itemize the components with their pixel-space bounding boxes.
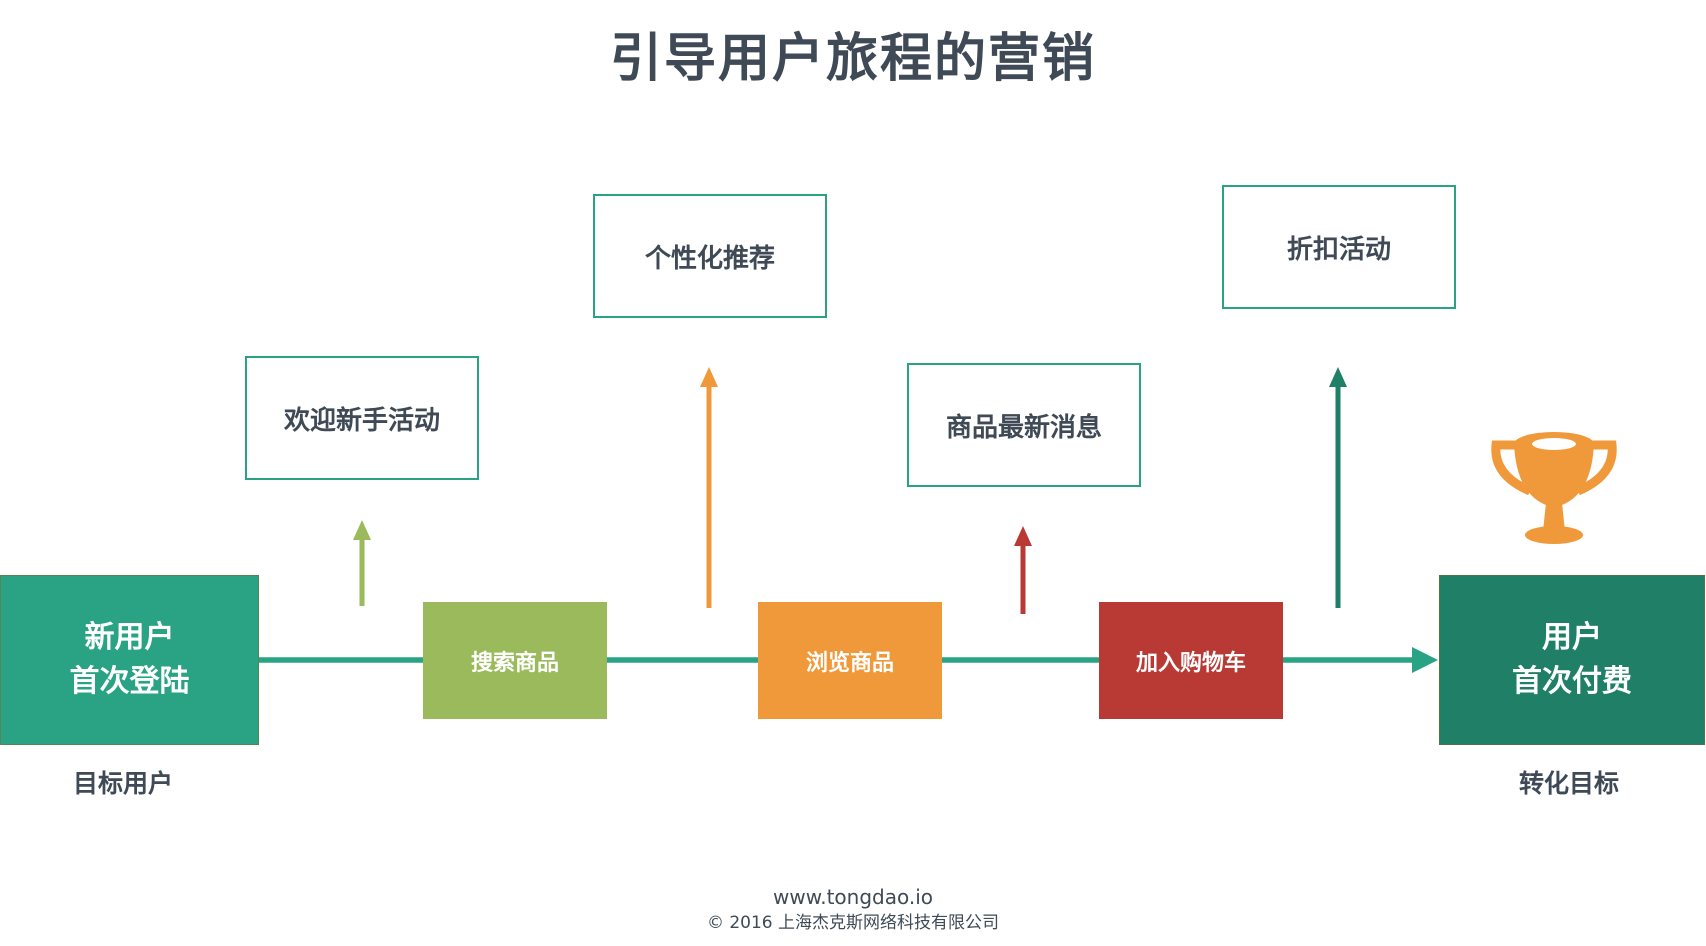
page-title: 引导用户旅程的营销	[609, 29, 1096, 89]
touchpoint-welcome-label: 欢迎新手活动	[283, 405, 440, 436]
step-search: 搜索商品	[423, 602, 607, 719]
arrow-to-discount-head	[1329, 367, 1347, 387]
trophy-base	[1525, 526, 1583, 544]
step-browse-label: 浏览商品	[805, 650, 894, 676]
goal-caption: 转化目标	[1518, 769, 1619, 798]
trophy-stem	[1543, 503, 1565, 531]
arrow-to-recommend-head	[700, 367, 718, 387]
start-node: 新用户 首次登陆	[0, 575, 259, 745]
trophy-handle-right	[1576, 440, 1617, 496]
touchpoint-welcome: 欢迎新手活动	[245, 356, 479, 480]
trophy-icon	[1491, 432, 1617, 544]
touchpoint-recommend: 个性化推荐	[593, 194, 827, 318]
arrow-to-news	[1014, 526, 1032, 614]
start-caption: 目标用户	[72, 769, 173, 798]
arrow-to-welcome	[353, 520, 371, 606]
footer-copyright: © 2016 上海杰克斯网络科技有限公司	[706, 913, 1000, 933]
trophy-bowl	[1514, 443, 1594, 505]
step-add-to-cart-label: 加入购物车	[1135, 650, 1246, 676]
footer-url: www.tongdao.io	[772, 885, 934, 909]
goal-node-line1: 用户	[1542, 620, 1602, 655]
main-flow-arrowhead	[1412, 647, 1438, 673]
arrow-to-news-head	[1014, 526, 1032, 546]
step-browse: 浏览商品	[758, 602, 942, 719]
arrow-to-welcome-head	[353, 520, 371, 540]
trophy-opening	[1532, 438, 1576, 450]
touchpoint-recommend-label: 个性化推荐	[644, 243, 775, 274]
arrow-to-recommend	[700, 367, 718, 608]
start-node-line2: 首次登陆	[69, 664, 190, 699]
goal-node-line2: 首次付费	[1512, 664, 1632, 699]
step-add-to-cart: 加入购物车	[1099, 602, 1283, 719]
goal-node: 用户 首次付费	[1439, 575, 1705, 745]
touchpoint-discount: 折扣活动	[1222, 185, 1456, 309]
touchpoint-news-label: 商品最新消息	[945, 412, 1102, 443]
trophy-handle-left	[1491, 440, 1532, 496]
start-node-line1: 新用户	[84, 620, 175, 655]
step-search-label: 搜索商品	[470, 650, 559, 676]
touchpoint-news: 商品最新消息	[907, 363, 1141, 487]
arrow-to-discount	[1329, 367, 1347, 608]
touchpoint-discount-label: 折扣活动	[1286, 234, 1391, 265]
